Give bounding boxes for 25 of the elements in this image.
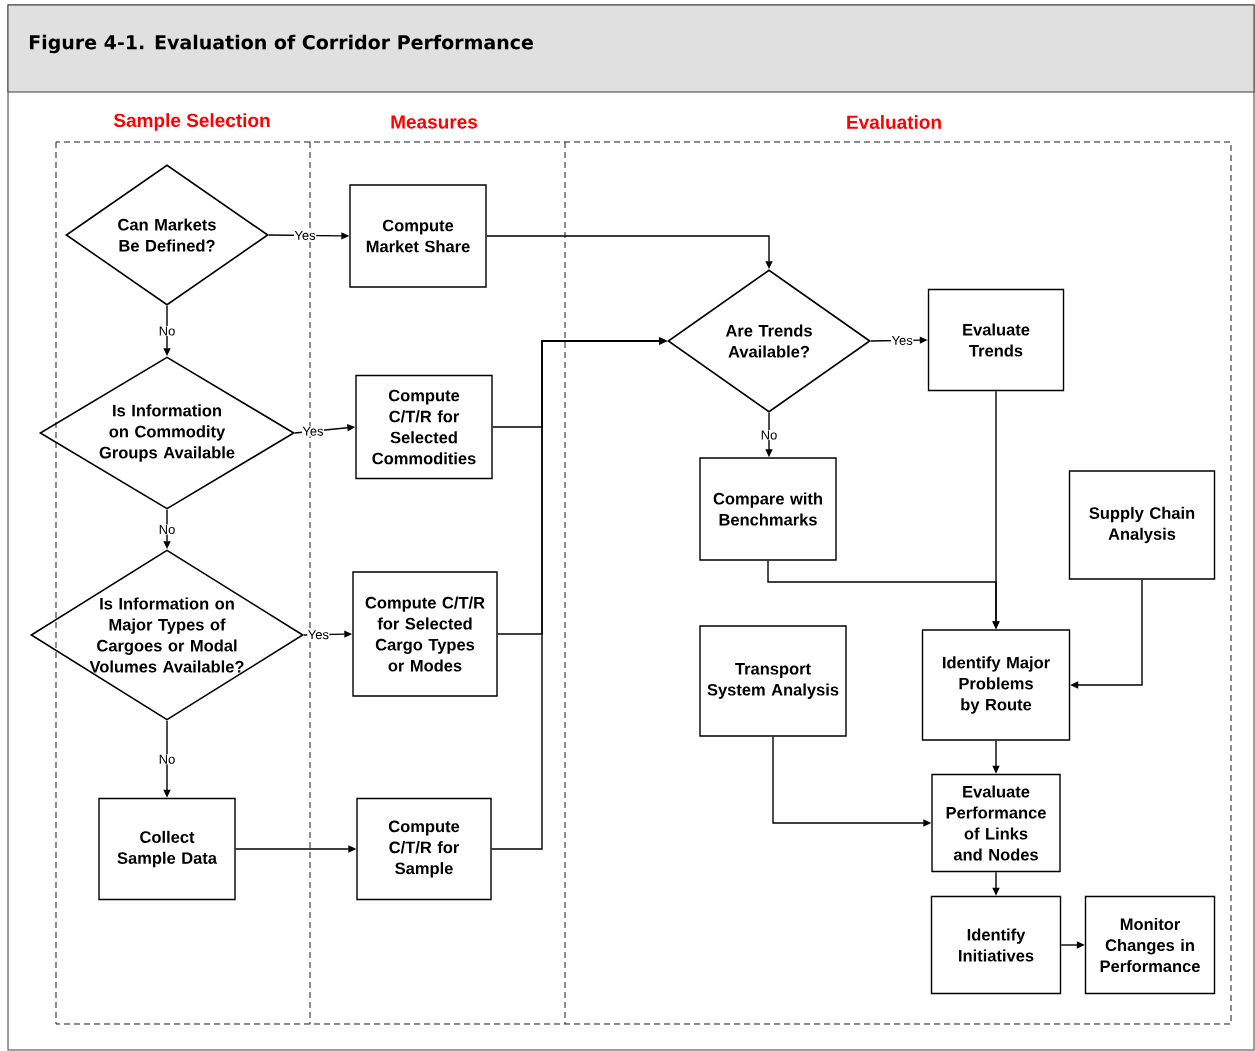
- edge-label: No: [158, 524, 176, 535]
- edge-label: Yes: [301, 426, 325, 437]
- process-box: Evaluate Trends: [927, 288, 1065, 392]
- process-box: Identify Initiatives: [930, 895, 1062, 995]
- process-box: Compare with Benchmarks: [699, 457, 837, 561]
- process-box: Transport System Analysis: [699, 625, 847, 737]
- process-box: Monitor Changes in Performance: [1084, 895, 1216, 995]
- column-heading: Measures: [391, 115, 478, 129]
- process-box: Identify Major Problems by Route: [921, 629, 1071, 741]
- process-box: Compute C/T/R for Sample: [356, 797, 492, 901]
- edge-label: No: [158, 754, 176, 765]
- process-box: Compute Market Share: [349, 184, 487, 288]
- figure-title: Figure 4-1. Evaluation of Corridor Performance: [29, 34, 533, 54]
- column-heading: Evaluation: [847, 115, 941, 129]
- edge-label: No: [158, 325, 176, 337]
- process-box: Evaluate Performance of Links and Nodes: [931, 773, 1061, 873]
- edge-label: Yes: [307, 629, 330, 640]
- process-box: Collect Sample Data: [98, 797, 236, 901]
- process-box: Supply Chain Analysis: [1068, 470, 1216, 580]
- edge-label: Yes: [293, 230, 317, 241]
- edge-label: No: [760, 430, 778, 441]
- edge-label: Yes: [891, 335, 914, 346]
- process-box: Compute C/T/R for Selected Cargo Types or Modes: [352, 571, 498, 697]
- process-box: Compute C/T/R for Selected Commodities: [355, 374, 493, 480]
- column-heading: Sample Selection: [113, 113, 270, 131]
